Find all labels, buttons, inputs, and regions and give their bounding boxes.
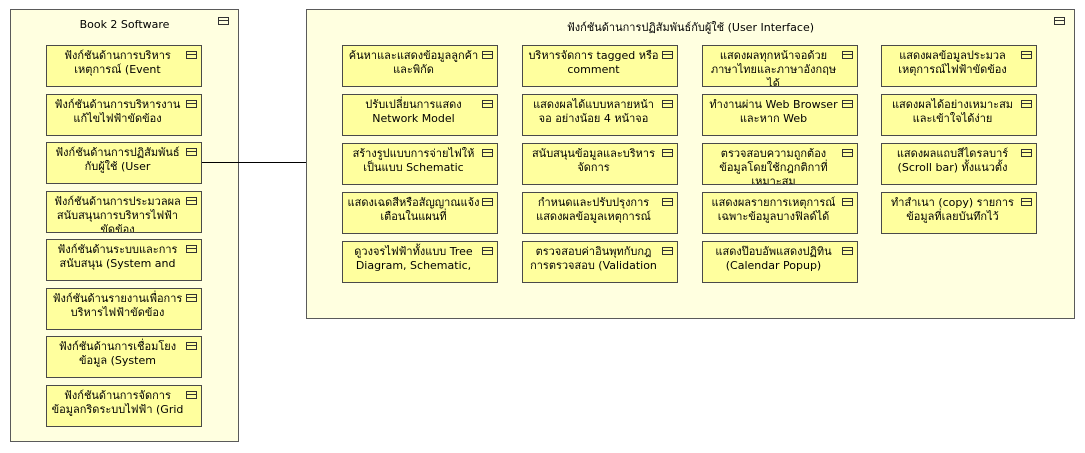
function-icon xyxy=(1054,17,1065,25)
function-label: ปรับเปลี่ยนการแสดง Network Model xyxy=(365,98,462,125)
function-icon xyxy=(662,198,673,206)
function-icon xyxy=(842,149,853,157)
left-function-box[interactable]: ฟังก์ชันด้านการปฏิสัมพันธ์กับผู้ใช้ (Use… xyxy=(46,142,202,184)
function-icon xyxy=(186,245,197,253)
left-function-box[interactable]: ฟังก์ชันด้านรายงานเพื่อการบริหารไฟฟ้าขัด… xyxy=(46,287,202,330)
right-group-title: ฟังก์ชันด้านการปฏิสัมพันธ์กับผู้ใช้ (Use… xyxy=(566,21,815,34)
function-label: ค้นหาและแสดงข้อมูลลูกค้าและพิกัด xyxy=(348,49,479,76)
function-label: แสดงผลแถบสีไดรลบาร์ (Scroll bar) ทั้งแนว… xyxy=(896,147,1009,174)
ui-function-box[interactable]: ค้นหาและแสดงข้อมูลลูกค้าและพิกัด xyxy=(342,45,498,87)
function-label: ฟังก์ชันด้านการเชื่อมโยงข้อมูล (System xyxy=(58,340,177,367)
function-icon xyxy=(186,196,197,205)
function-label: ฟังก์ชันด้านรายงานเพื่อการบริหารไฟฟ้าขัด… xyxy=(52,291,183,319)
function-label: ฟังก์ชันด้านการบริหารเหตุการณ์ (Event xyxy=(64,49,171,76)
ui-function-box[interactable]: แสดงเฉดสีหรือสัญญาณแจ้งเตือนในแผนที่ xyxy=(342,192,498,234)
ui-function-box[interactable]: แสดงผลแถบสีไดรลบาร์ (Scroll bar) ทั้งแนว… xyxy=(881,143,1037,185)
connector-line xyxy=(202,162,306,163)
function-icon xyxy=(482,100,493,108)
ui-function-box[interactable]: สร้างรูปแบบการจ่ายไฟให้เป็นแบบ Schematic xyxy=(342,143,498,185)
function-icon xyxy=(482,51,493,59)
function-icon xyxy=(842,247,853,255)
function-icon xyxy=(186,293,197,302)
function-icon xyxy=(662,247,673,255)
ui-function-box[interactable]: แสดงป๊อบอัพแสดงปฏิทิน (Calendar Popup) xyxy=(702,241,858,283)
function-icon xyxy=(1021,51,1032,59)
function-label: ฟังก์ชันด้านการจัดการข้อมูลกริดระบบไฟฟ้า… xyxy=(51,388,184,416)
ui-function-box[interactable]: ปรับเปลี่ยนการแสดง Network Model xyxy=(342,94,498,136)
ui-function-box[interactable]: กำหนดและปรับปรุงการแสดงผลข้อมูลเหตุการณ์ xyxy=(522,192,678,234)
function-icon xyxy=(186,148,197,156)
ui-function-box[interactable]: แสดงผลได้แบบหลายหน้าจอ อย่างน้อย 4 หน้าจ… xyxy=(522,94,678,136)
function-label: แสดงผลรายการเหตุการณ์เฉพาะข้อมูลบางฟิลด์… xyxy=(711,196,836,223)
ui-function-box[interactable]: ทำสำเนา (copy) รายการข้อมูลที่เลยบันทึกไ… xyxy=(881,192,1037,234)
function-icon xyxy=(1021,149,1032,157)
left-function-box[interactable]: ฟังก์ชันด้านระบบและการสนับสนุน (System a… xyxy=(46,239,202,281)
function-label: ดูวงจรไฟฟ้าทั้งแบบ Tree Diagram, Schemat… xyxy=(354,245,473,272)
function-icon xyxy=(186,51,197,59)
function-icon xyxy=(842,51,853,59)
function-icon xyxy=(1021,198,1032,206)
function-icon xyxy=(482,198,493,206)
function-icon xyxy=(662,100,673,108)
left-function-box[interactable]: ฟังก์ชันด้านการบริหารงานแก้ไขไฟฟ้าขัดข้อ… xyxy=(46,93,202,136)
function-label: ตรวจสอบค่าอินพุทกับกฎการตรวจสอบ (Validat… xyxy=(530,245,657,272)
function-icon xyxy=(218,17,229,25)
function-label: กำหนดและปรับปรุงการแสดงผลข้อมูลเหตุการณ์ xyxy=(536,196,651,223)
ui-function-box[interactable]: แสดงผลรายการเหตุการณ์เฉพาะข้อมูลบางฟิลด์… xyxy=(702,192,858,234)
function-icon xyxy=(662,149,673,157)
ui-function-box[interactable]: บริหารจัดการ tagged หรือ comment xyxy=(522,45,678,87)
function-label: แสดงผลได้แบบหลายหน้าจอ อย่างน้อย 4 หน้าจ… xyxy=(533,98,654,125)
function-icon xyxy=(482,149,493,157)
function-label: ฟังก์ชันด้านการปฏิสัมพันธ์กับผู้ใช้ (Use… xyxy=(55,146,180,173)
ui-function-box[interactable]: ทำงานผ่าน Web Browser และหาก Web xyxy=(702,94,858,136)
function-label: ฟังก์ชันด้านการบริหารงานแก้ไขไฟฟ้าขัดข้อ… xyxy=(54,97,181,125)
function-icon xyxy=(662,51,673,59)
ui-function-box[interactable]: แสดงผลข้อมูลประมวลเหตุการณ์ไฟฟ้าขัดข้อง xyxy=(881,45,1037,87)
ui-function-box[interactable]: แสดงผลได้อย่างเหมาะสมและเข้าใจได้ง่าย xyxy=(881,94,1037,136)
left-function-box[interactable]: ฟังก์ชันด้านการประมวลผลสนับสนุนการบริหาร… xyxy=(46,190,202,233)
function-label: แสดงผลข้อมูลประมวลเหตุการณ์ไฟฟ้าขัดข้อง xyxy=(898,49,1007,76)
function-label: ทำงานผ่าน Web Browser และหาก Web xyxy=(709,98,838,125)
function-label: ตรวจสอบความถูกต้องข้อมูลโดยใช้กฎกติกาที่… xyxy=(719,147,828,185)
function-icon xyxy=(186,99,197,108)
function-label: สนับสนุนข้อมูลและบริหารจัดการ xyxy=(531,147,656,174)
function-icon xyxy=(186,390,197,399)
function-label: ฟังก์ชันด้านระบบและการสนับสนุน (System a… xyxy=(57,243,178,270)
function-label: แสดงผลได้อย่างเหมาะสมและเข้าใจได้ง่าย xyxy=(891,98,1014,125)
ui-function-box[interactable]: แสดงผลทุกหน้าจอด้วยภาษาไทยและภาษาอังกฤษไ… xyxy=(702,45,858,87)
function-label: บริหารจัดการ tagged หรือ comment xyxy=(528,49,659,76)
function-icon xyxy=(842,198,853,206)
function-label: สร้างรูปแบบการจ่ายไฟให้เป็นแบบ Schematic xyxy=(352,147,475,174)
function-label: แสดงผลทุกหน้าจอด้วยภาษาไทยและภาษาอังกฤษไ… xyxy=(710,49,837,87)
function-label: แสดงเฉดสีหรือสัญญาณแจ้งเตือนในแผนที่ xyxy=(347,196,480,223)
left-function-box[interactable]: ฟังก์ชันด้านการเชื่อมโยงข้อมูล (System xyxy=(46,336,202,378)
function-label: ทำสำเนา (copy) รายการข้อมูลที่เลยบันทึกไ… xyxy=(891,196,1014,223)
function-icon xyxy=(842,100,853,108)
left-function-box[interactable]: ฟังก์ชันด้านการจัดการข้อมูลกริดระบบไฟฟ้า… xyxy=(46,384,202,427)
function-icon xyxy=(1021,100,1032,108)
ui-function-box[interactable]: ตรวจสอบความถูกต้องข้อมูลโดยใช้กฎกติกาที่… xyxy=(702,143,858,185)
left-group-title: Book 2 Software xyxy=(79,18,170,31)
function-icon xyxy=(482,247,493,255)
function-label: ฟังก์ชันด้านการประมวลผลสนับสนุนการบริหาร… xyxy=(54,194,181,233)
ui-function-box[interactable]: ดูวงจรไฟฟ้าทั้งแบบ Tree Diagram, Schemat… xyxy=(342,241,498,283)
left-function-box[interactable]: ฟังก์ชันด้านการบริหารเหตุการณ์ (Event xyxy=(46,45,202,87)
function-icon xyxy=(186,342,197,350)
function-label: แสดงป๊อบอัพแสดงปฏิทิน (Calendar Popup) xyxy=(715,245,832,272)
ui-function-box[interactable]: สนับสนุนข้อมูลและบริหารจัดการ xyxy=(522,143,678,185)
ui-function-box[interactable]: ตรวจสอบค่าอินพุทกับกฎการตรวจสอบ (Validat… xyxy=(522,241,678,283)
